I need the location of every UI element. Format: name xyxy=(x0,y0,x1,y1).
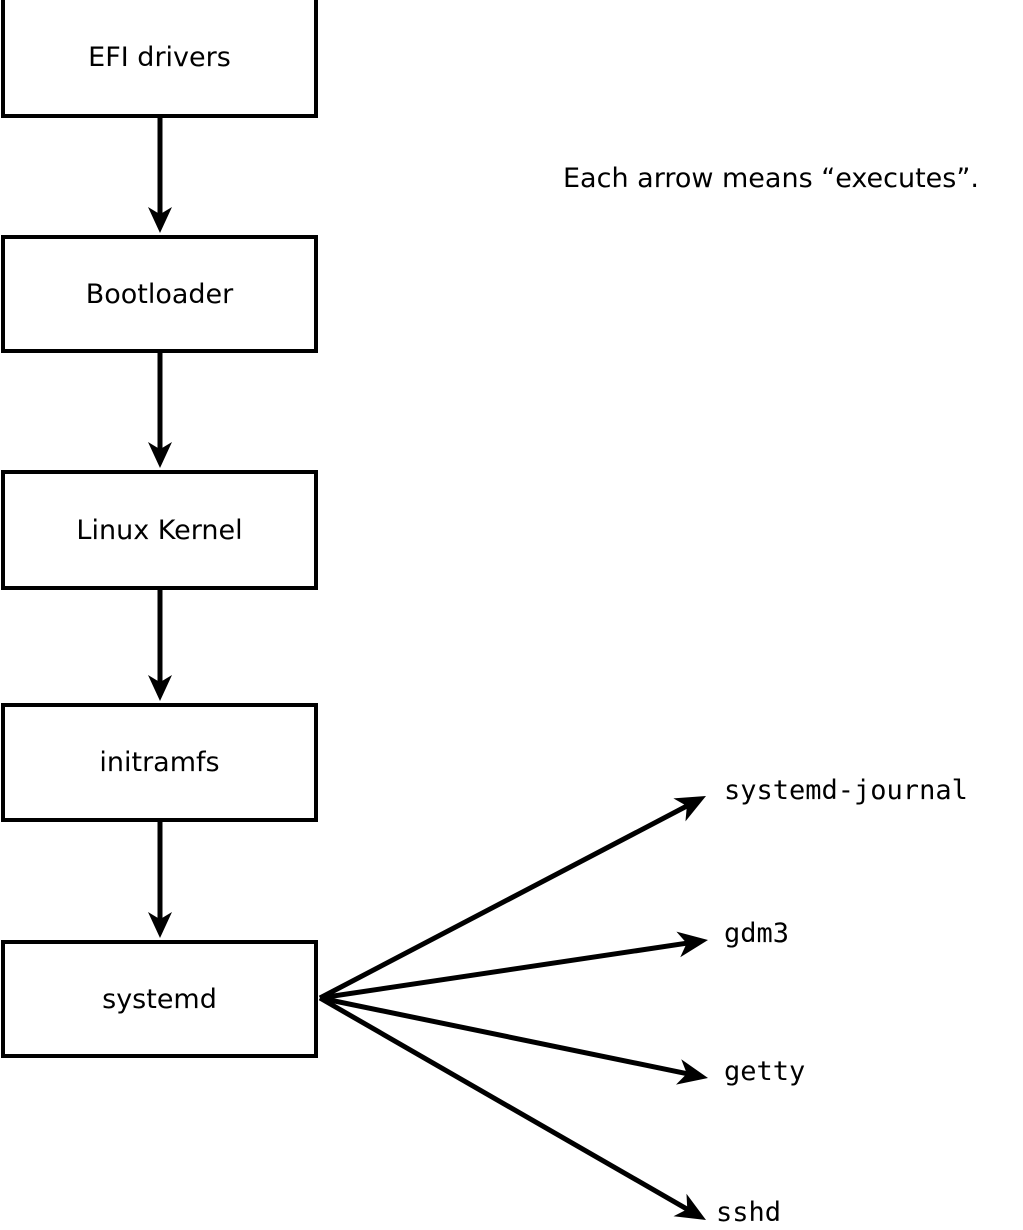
process-box-label: Bootloader xyxy=(85,278,234,310)
chain-arrow-linux-kernel-to-initramfs xyxy=(148,590,172,701)
process-box-label: initramfs xyxy=(99,747,220,778)
process-box-label: systemd xyxy=(102,983,217,1015)
service-label-sshd: sshd xyxy=(716,1197,782,1228)
service-label-gdm3: gdm3 xyxy=(724,918,790,949)
fanout-arrow-systemd-to-gdm3 xyxy=(319,931,708,1001)
process-box-efi-drivers[interactable]: EFI drivers xyxy=(1,0,318,118)
chain-arrow-initramfs-to-systemd xyxy=(148,822,172,938)
process-box-linux-kernel[interactable]: Linux Kernel xyxy=(1,470,318,590)
process-box-systemd[interactable]: systemd xyxy=(1,940,318,1058)
process-box-bootloader[interactable]: Bootloader xyxy=(1,235,318,353)
fanout-arrow-systemd-to-systemd-journal xyxy=(318,796,706,1001)
process-box-initramfs[interactable]: initramfs xyxy=(1,703,318,822)
fanout-arrow-systemd-to-getty xyxy=(319,995,708,1085)
process-box-label: Linux Kernel xyxy=(76,514,243,546)
process-box-label: EFI drivers xyxy=(88,41,231,73)
legend-note: Each arrow means “executes”. xyxy=(563,163,979,194)
service-label-getty: getty xyxy=(724,1056,806,1087)
chain-arrow-bootloader-to-linux-kernel xyxy=(148,353,172,468)
fanout-arrow-systemd-to-sshd xyxy=(318,995,706,1220)
service-label-systemd-journal: systemd-journal xyxy=(724,775,968,806)
chain-arrow-efi-drivers-to-bootloader xyxy=(148,118,172,233)
